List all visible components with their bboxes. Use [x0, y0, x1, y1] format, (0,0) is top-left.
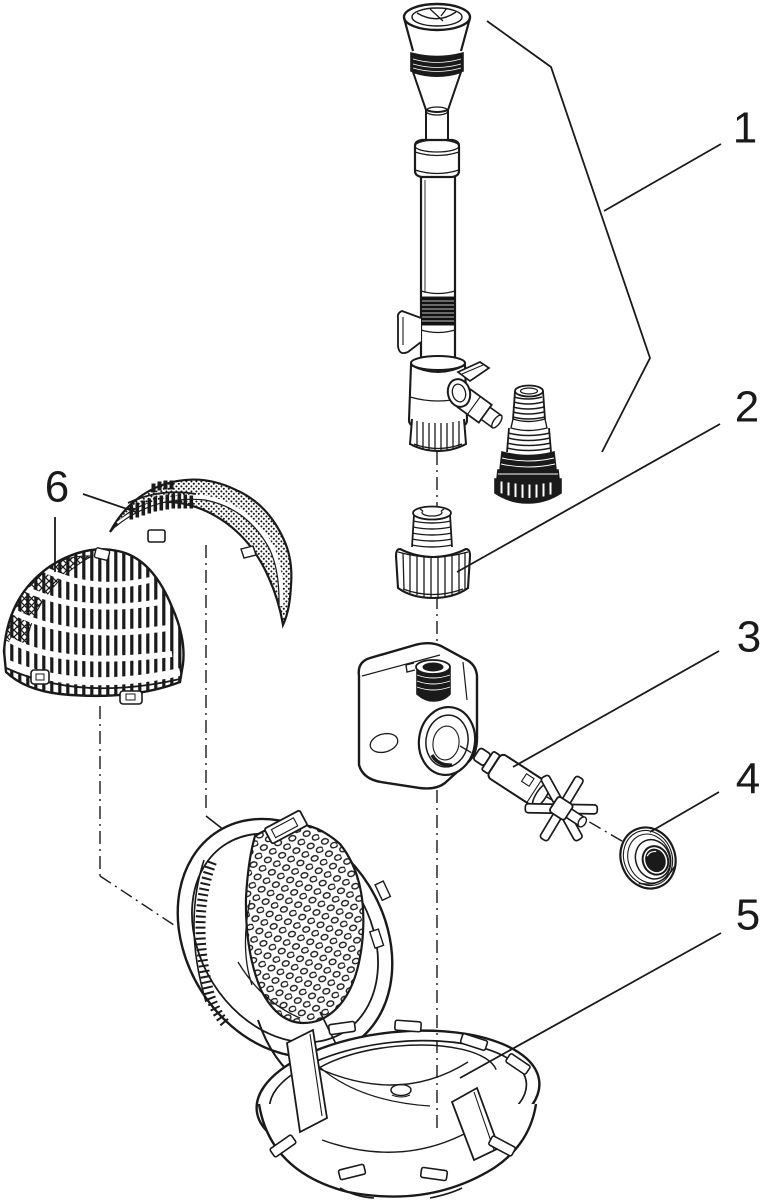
pump-cover-ring	[619, 826, 677, 890]
leader-3	[512, 650, 720, 768]
callout-number-1: 1	[733, 104, 757, 153]
leader-2	[456, 423, 721, 573]
stepped-hose-adapter	[494, 384, 562, 504]
leader-1-bracket	[486, 20, 651, 453]
filter-shell-bottom-bowl	[255, 1019, 541, 1199]
callout-number-4: 4	[736, 755, 760, 804]
fountain-nozzle-head	[402, 2, 472, 179]
filter-shell-half-small	[109, 478, 293, 629]
leader-5	[459, 932, 722, 1079]
filter-shell-half-large	[2, 547, 185, 705]
riser-tube	[396, 177, 457, 363]
union-nut	[394, 505, 472, 600]
filter-basket-open-shell	[176, 809, 394, 1100]
pump-housing	[357, 642, 479, 790]
shell-axis-left-diagonal	[99, 875, 187, 934]
callout-numbers: 1 2 3 4 5 6	[45, 104, 761, 940]
leader-lines	[456, 20, 722, 1079]
flow-control-valve	[407, 355, 503, 453]
leader-1-stem	[603, 143, 722, 212]
callout-6-leaders	[54, 493, 137, 572]
callout-number-3: 3	[737, 613, 761, 662]
leader-4	[649, 791, 720, 833]
callout-number-5: 5	[736, 891, 760, 940]
callout-number-6: 6	[45, 463, 69, 512]
callout-number-2: 2	[735, 383, 759, 432]
impeller-rotor	[473, 747, 599, 842]
